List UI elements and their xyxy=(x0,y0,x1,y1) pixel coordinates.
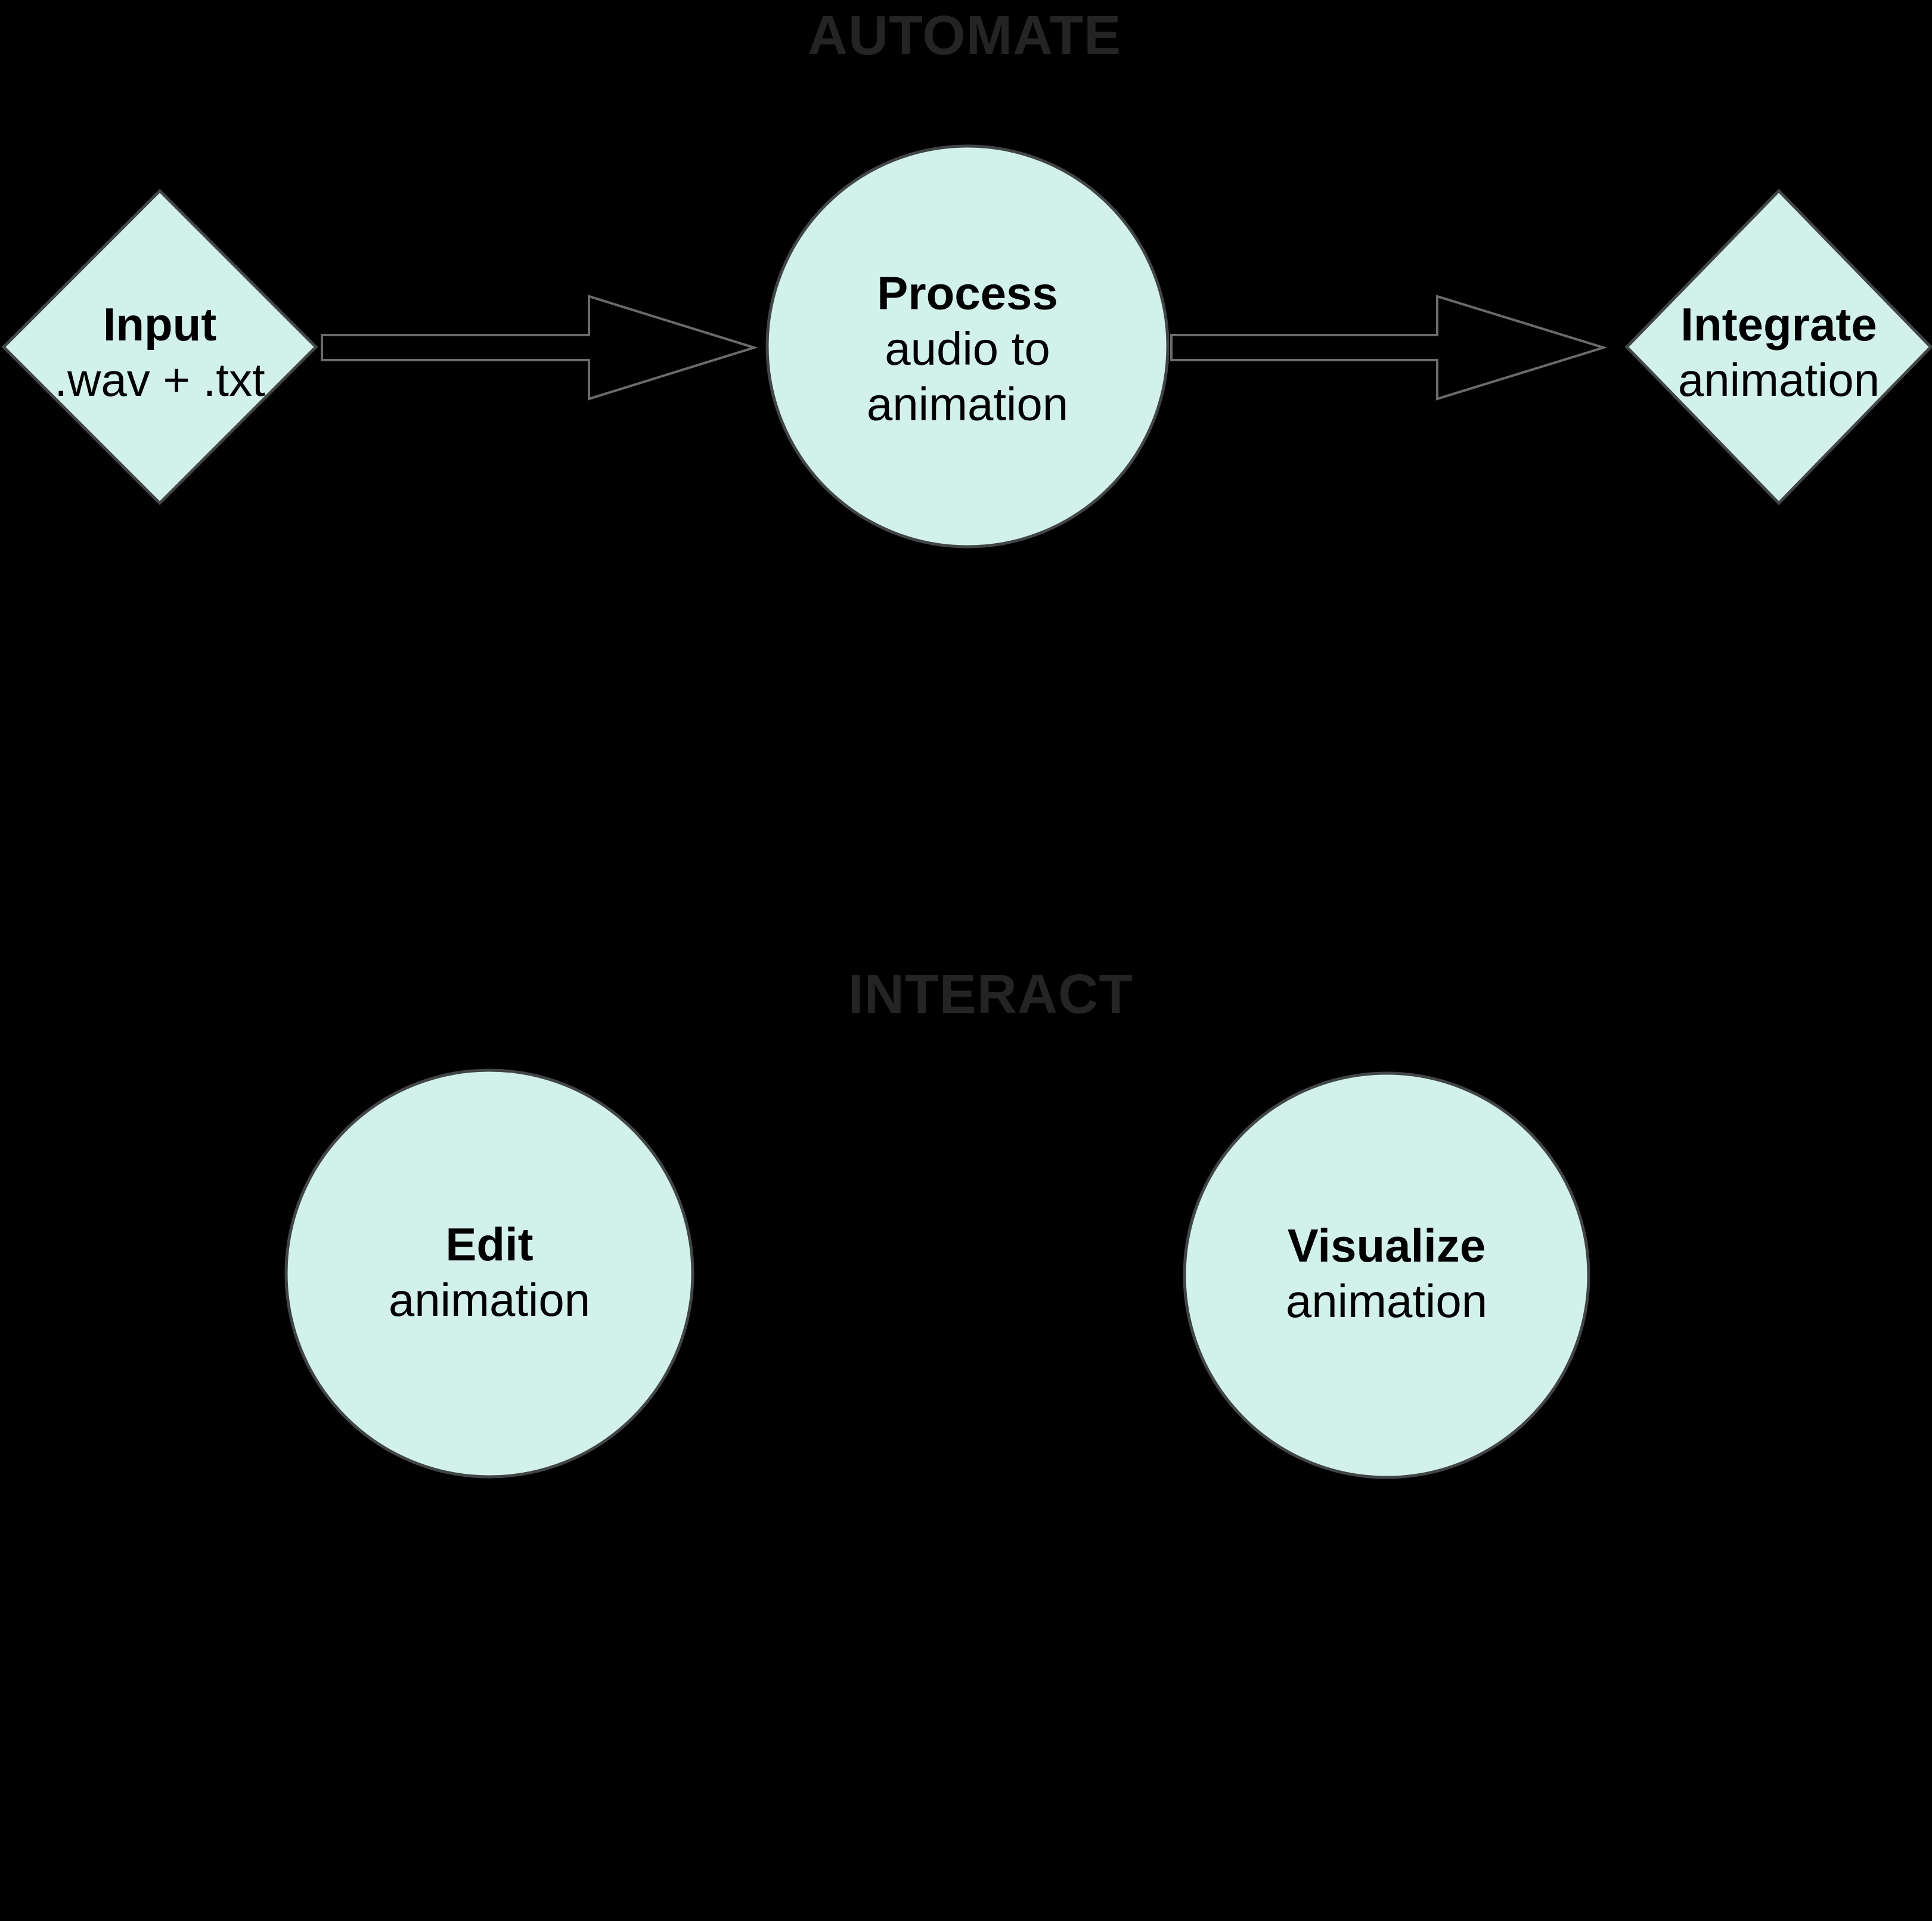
integrate-node-title: Integrate xyxy=(1680,298,1877,351)
process-node-title: Process xyxy=(877,267,1058,320)
section-title-interact: INTERACT xyxy=(848,963,1134,1025)
edit-circle-shape xyxy=(284,1068,694,1479)
edit-node-title: Edit xyxy=(445,1218,534,1271)
arrow-process-to-integrate xyxy=(1170,295,1608,401)
integrate-diamond-shape xyxy=(1624,188,1932,506)
process-node-label: Process audio to animation xyxy=(867,266,1068,432)
edit-node-subtitle: animation xyxy=(388,1274,591,1326)
visualize-node-label: Visualize animation xyxy=(1286,1218,1487,1329)
input-node-label: Input .wav + .txt xyxy=(54,297,265,408)
arrow-input-to-process xyxy=(321,295,758,401)
visualize-node-title: Visualize xyxy=(1287,1219,1486,1272)
section-title-automate: AUTOMATE xyxy=(807,4,1122,66)
input-node-title: Input xyxy=(103,298,217,351)
edit-node-label: Edit animation xyxy=(389,1217,590,1328)
visualize-node-subtitle: animation xyxy=(1285,1275,1488,1327)
input-node-subtitle: .wav + .txt xyxy=(54,354,265,406)
process-node-subtitle-line2: animation xyxy=(866,377,1069,430)
process-circle-shape xyxy=(765,144,1170,549)
visualize-circle-shape xyxy=(1183,1071,1590,1479)
integrate-node-label: Integrate animation xyxy=(1678,297,1880,408)
process-node-subtitle-line1: audio to xyxy=(885,322,1050,375)
integrate-node-subtitle: animation xyxy=(1677,354,1880,406)
input-diamond-shape xyxy=(1,188,318,506)
